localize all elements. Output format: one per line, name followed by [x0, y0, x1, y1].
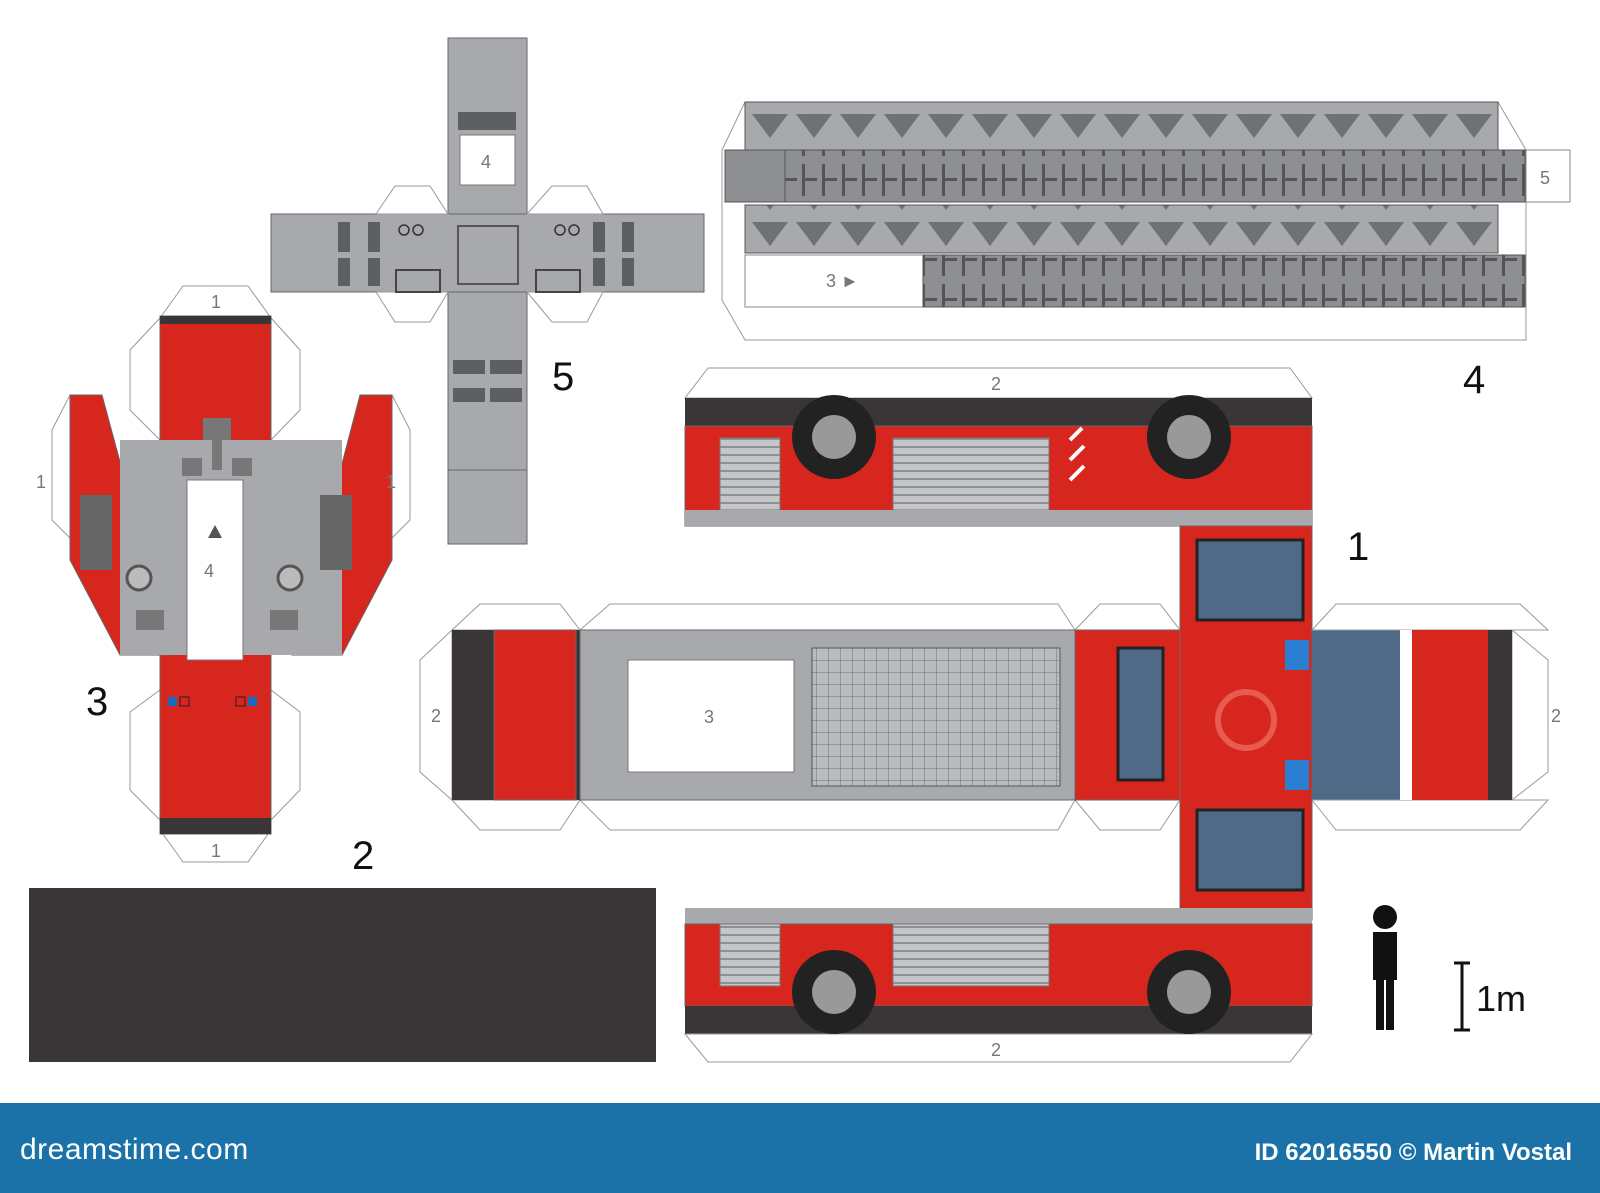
- part-1-side-lower: [683, 908, 1314, 1063]
- glue-mark-1-left: 1: [36, 472, 47, 492]
- footer-bar: dreamstime.com ID 62016550 © Martin Vost…: [0, 1103, 1600, 1193]
- glue-mark-4-part5: 4: [481, 152, 492, 172]
- glue-mark-1-right: 1: [386, 472, 397, 492]
- glue-mark-2-top: 2: [991, 374, 1002, 394]
- glue-mark-4-cab: 4: [204, 561, 215, 581]
- part-label-2: 2: [352, 834, 375, 878]
- person-scale-icon: [1373, 905, 1470, 1032]
- part-label-4: 4: [1463, 358, 1486, 402]
- part-1-top-deck: [419, 603, 1550, 831]
- glue-mark-2-bottom: 2: [991, 1040, 1002, 1060]
- glue-mark-1-bottom: 1: [211, 841, 222, 861]
- glue-mark-2-left: 2: [431, 706, 442, 726]
- brand-logo-text[interactable]: dreamstime.com: [20, 1133, 249, 1166]
- scale-label: 1m: [1476, 978, 1527, 1019]
- glue-mark-2-right: 2: [1551, 706, 1562, 726]
- part-label-5: 5: [552, 355, 575, 399]
- part-1-side-upper: [683, 367, 1313, 527]
- part-1-cab: [1179, 525, 1313, 921]
- glue-mark-1-top: 1: [211, 292, 222, 312]
- image-credit: ID 62016550 © Martin Vostal: [1254, 1139, 1572, 1166]
- part-label-3: 3: [86, 680, 109, 724]
- paper-model-sheet: [29, 37, 1571, 1063]
- glue-mark-5-ladder: 5: [1540, 168, 1551, 188]
- part-4-ladder-net: [721, 101, 1571, 341]
- part-label-1: 1: [1347, 525, 1370, 569]
- glue-mark-3-deck: 3: [704, 707, 715, 727]
- glue-mark-3-ladder: 3 ►: [826, 271, 859, 291]
- part-3-cab-net: [51, 285, 411, 863]
- part-5-net: [270, 37, 705, 545]
- part-2-base-plate: [29, 888, 656, 1062]
